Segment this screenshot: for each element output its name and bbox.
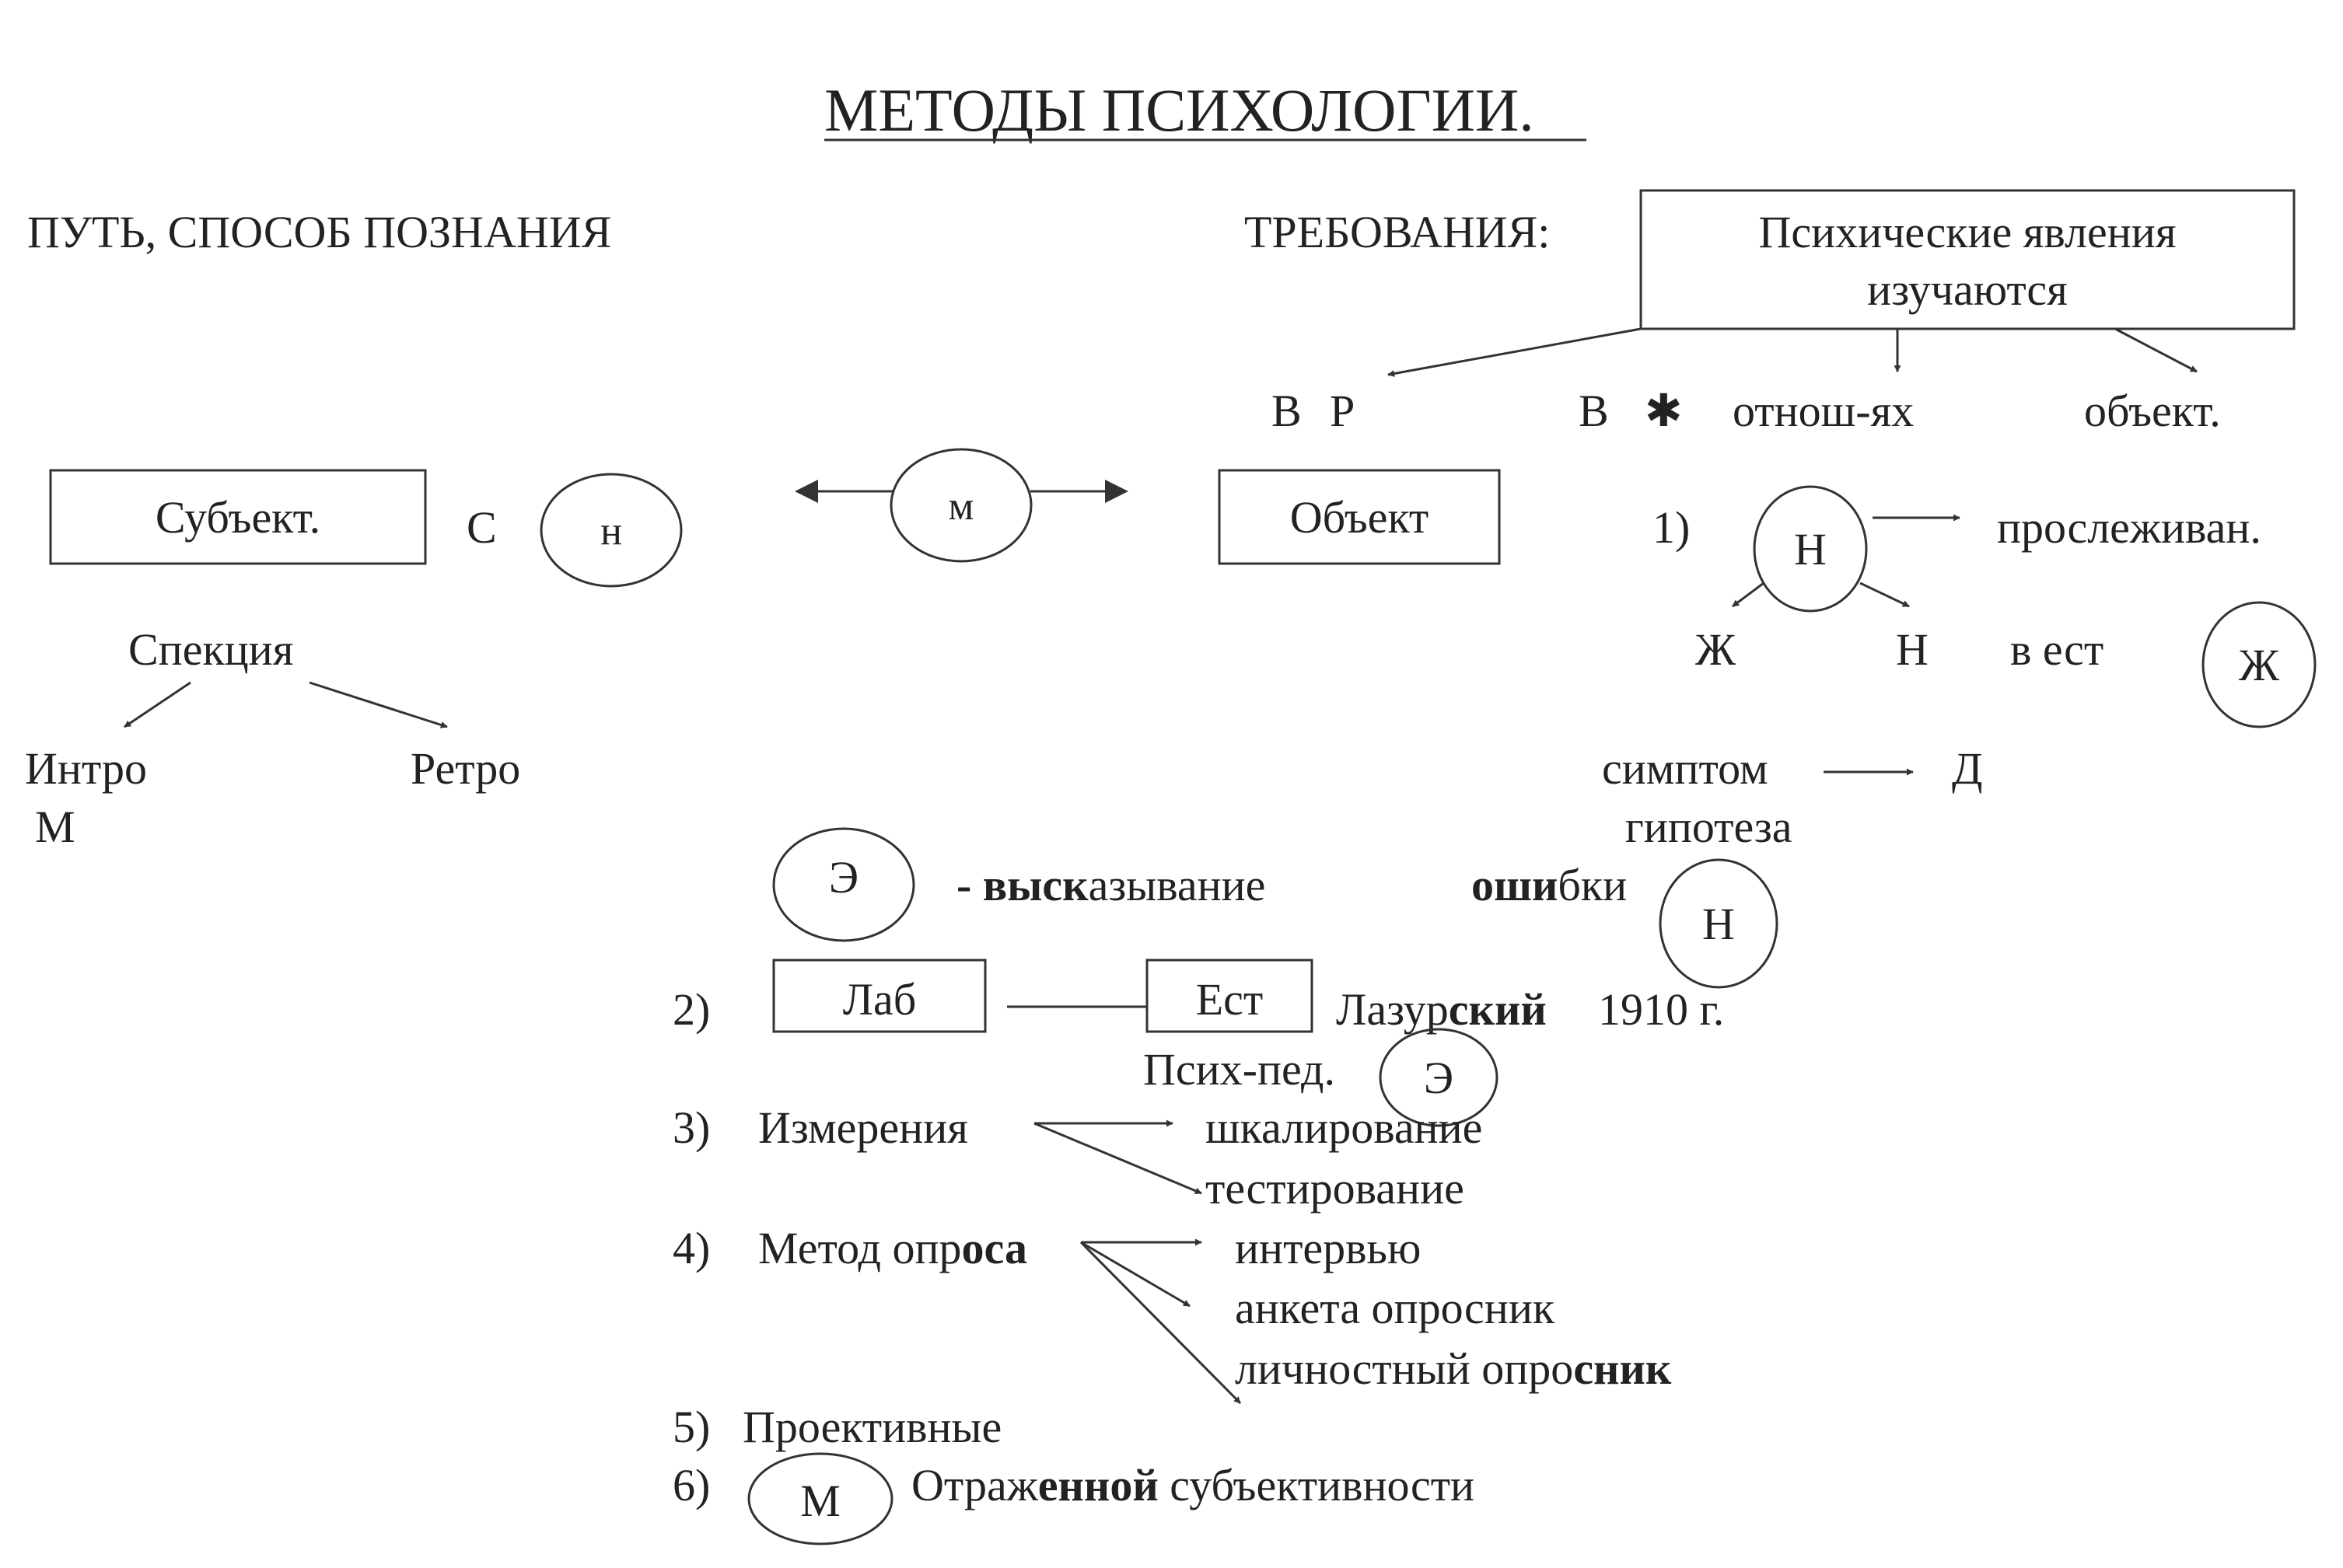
item1-zh-circle xyxy=(2201,601,2317,728)
item1-n-circle-label: Н xyxy=(1794,524,1827,574)
item2-number: 2) xyxy=(673,984,710,1035)
arrow-to-personal xyxy=(1079,1241,1242,1405)
statement-bold: - выск xyxy=(956,860,1089,910)
lazursky-a: Лазур xyxy=(1336,984,1449,1035)
requirement-box-line2: изучаются xyxy=(1867,264,2068,315)
item1-tracked: прослеживан. xyxy=(1997,502,2261,553)
subject-label: Субъект. xyxy=(156,492,320,543)
errors-circle xyxy=(1659,858,1778,989)
errors-bold: оши xyxy=(1471,860,1558,910)
path-label: ПУТЬ, СПОСОБ ПОЗНАНИЯ xyxy=(27,207,611,257)
item3-number: 3) xyxy=(673,1102,710,1153)
item1-n: Н xyxy=(1896,624,1929,675)
intro-label: Интро xyxy=(25,743,147,794)
subject-box xyxy=(49,469,427,565)
item6-m-circle xyxy=(747,1452,893,1545)
intro-m-label: М xyxy=(35,801,75,852)
item1-number: 1) xyxy=(1652,502,1690,553)
arrow-to-testing xyxy=(1033,1122,1202,1195)
arrow-to-vr xyxy=(1387,327,1642,377)
statement-text: - высказывание xyxy=(956,860,1265,910)
asterisk-icon: ✱ xyxy=(1645,386,1683,436)
item4-number: 4) xyxy=(673,1223,710,1273)
n-circle-small xyxy=(540,473,683,588)
m-circle-label: м xyxy=(949,484,974,529)
item4-label-a: Метод опр xyxy=(758,1223,962,1273)
n-circle-small-label: н xyxy=(600,509,622,554)
item5-number: 5) xyxy=(673,1402,710,1452)
requirements-label: ТРЕБОВАНИЯ: xyxy=(1244,207,1550,257)
item6-label-a: Отраж xyxy=(911,1460,1039,1510)
item1-zh: Ж xyxy=(1695,624,1736,675)
item2-psych-ped: Псих-пед. xyxy=(1143,1044,1335,1095)
item4-label: Метод опроса xyxy=(758,1223,1027,1273)
object-label: Объект xyxy=(1290,492,1429,543)
item4-label-b: оса xyxy=(962,1223,1027,1273)
arrow-to-questionnaire xyxy=(1080,1241,1191,1308)
arrow-to-objective xyxy=(2114,327,2198,373)
item4-questionnaire: анкета опросник xyxy=(1235,1283,1555,1333)
errors-circle-label: Н xyxy=(1702,899,1735,949)
item2-year: 1910 г. xyxy=(1598,984,1724,1035)
item4-personal-a: личностный опро xyxy=(1235,1343,1573,1394)
req-v: В xyxy=(1579,386,1609,436)
item6-label: Отраженной субъективности xyxy=(911,1460,1474,1510)
lazursky-text: Лазурский xyxy=(1336,984,1547,1035)
e-circle xyxy=(772,827,915,942)
arrow-to-intro xyxy=(124,681,191,728)
item6-label-c: субъективности xyxy=(1159,1460,1474,1510)
lab-label: Лаб xyxy=(843,974,917,1025)
item3-label: Измерения xyxy=(758,1102,968,1153)
item1-v-est: в ест xyxy=(2010,624,2103,675)
retro-label: Ретро xyxy=(411,743,520,794)
req-relations: отнош-ях xyxy=(1733,386,1914,436)
item1-hypothesis: гипотеза xyxy=(1625,801,1792,852)
item6-m-circle-label: М xyxy=(800,1475,841,1526)
item1-d: Д xyxy=(1952,743,1983,794)
errors-rest: бки xyxy=(1558,860,1627,910)
item6-number: 6) xyxy=(673,1460,710,1510)
m-circle xyxy=(890,448,1033,563)
item4-personal: личностный опросник xyxy=(1235,1343,1672,1394)
item4-personal-b: сник xyxy=(1573,1343,1672,1394)
item2-e-circle-label: Э xyxy=(1424,1053,1453,1103)
item3-testing: тестирование xyxy=(1205,1163,1464,1214)
item1-n-circle xyxy=(1753,485,1868,613)
lazursky-b: ский xyxy=(1449,984,1547,1035)
spection-label: Спекция xyxy=(128,624,293,675)
item2-e-circle xyxy=(1379,1028,1498,1127)
req-objective: объект. xyxy=(2084,386,2221,436)
item1-zh-circle-label: Ж xyxy=(2239,640,2279,690)
errors-text: ошибки xyxy=(1471,860,1627,910)
est-box xyxy=(1145,959,1313,1033)
item6-label-b: енной xyxy=(1038,1460,1159,1510)
item1-symptom: симптом xyxy=(1602,743,1768,794)
est-label: Ест xyxy=(1196,974,1264,1025)
item4-interview: интервью xyxy=(1235,1223,1421,1273)
requirement-box xyxy=(1639,189,2296,330)
page-title: МЕТОДЫ ПСИХОЛОГИИ. xyxy=(824,76,1534,144)
req-vr-b: Р xyxy=(1330,386,1355,436)
requirement-box-line1: Психические явления xyxy=(1758,207,2176,257)
item3-scaling: шкалирование xyxy=(1205,1102,1482,1153)
req-vr-a: В xyxy=(1271,386,1302,436)
object-box xyxy=(1218,469,1501,565)
item5-label: Проективные xyxy=(743,1402,1002,1452)
arrow-to-n xyxy=(1859,581,1910,608)
arrow-to-zh xyxy=(1732,581,1764,608)
statement-rest: азывание xyxy=(1089,860,1266,910)
arrow-to-retro xyxy=(309,681,448,728)
e-circle-label: Э xyxy=(829,852,859,903)
s-letter: С xyxy=(467,502,497,553)
lab-box xyxy=(772,959,987,1033)
